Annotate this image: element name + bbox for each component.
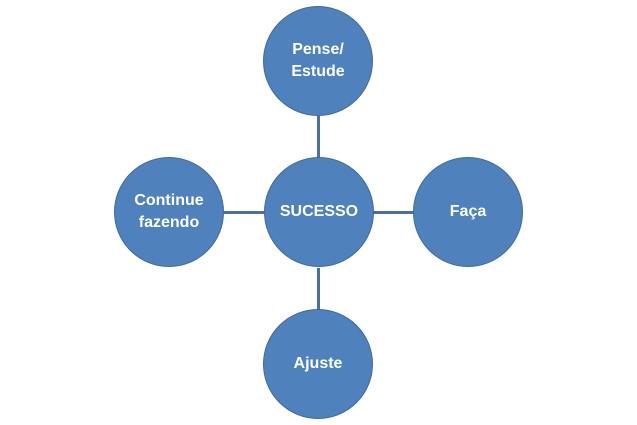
connector-right [373, 211, 415, 214]
connector-left [224, 211, 264, 214]
node-pense-estude: Pense/ Estude [263, 6, 373, 116]
node-faca-label: Faça [449, 203, 487, 221]
node-ajuste: Ajuste [263, 309, 373, 419]
node-sucesso: SUCESSO [264, 157, 374, 267]
node-continue-fazendo: Continue fazendo [114, 157, 224, 267]
node-sucesso-label: SUCESSO [279, 203, 359, 221]
node-continue-fazendo-label: Continue fazendo [134, 192, 204, 231]
node-faca: Faça [413, 157, 523, 267]
node-ajuste-label: Ajuste [293, 355, 343, 373]
node-pense-estude-label: Pense/ Estude [291, 41, 345, 80]
connector-bottom [317, 268, 320, 311]
connector-top [317, 116, 320, 158]
